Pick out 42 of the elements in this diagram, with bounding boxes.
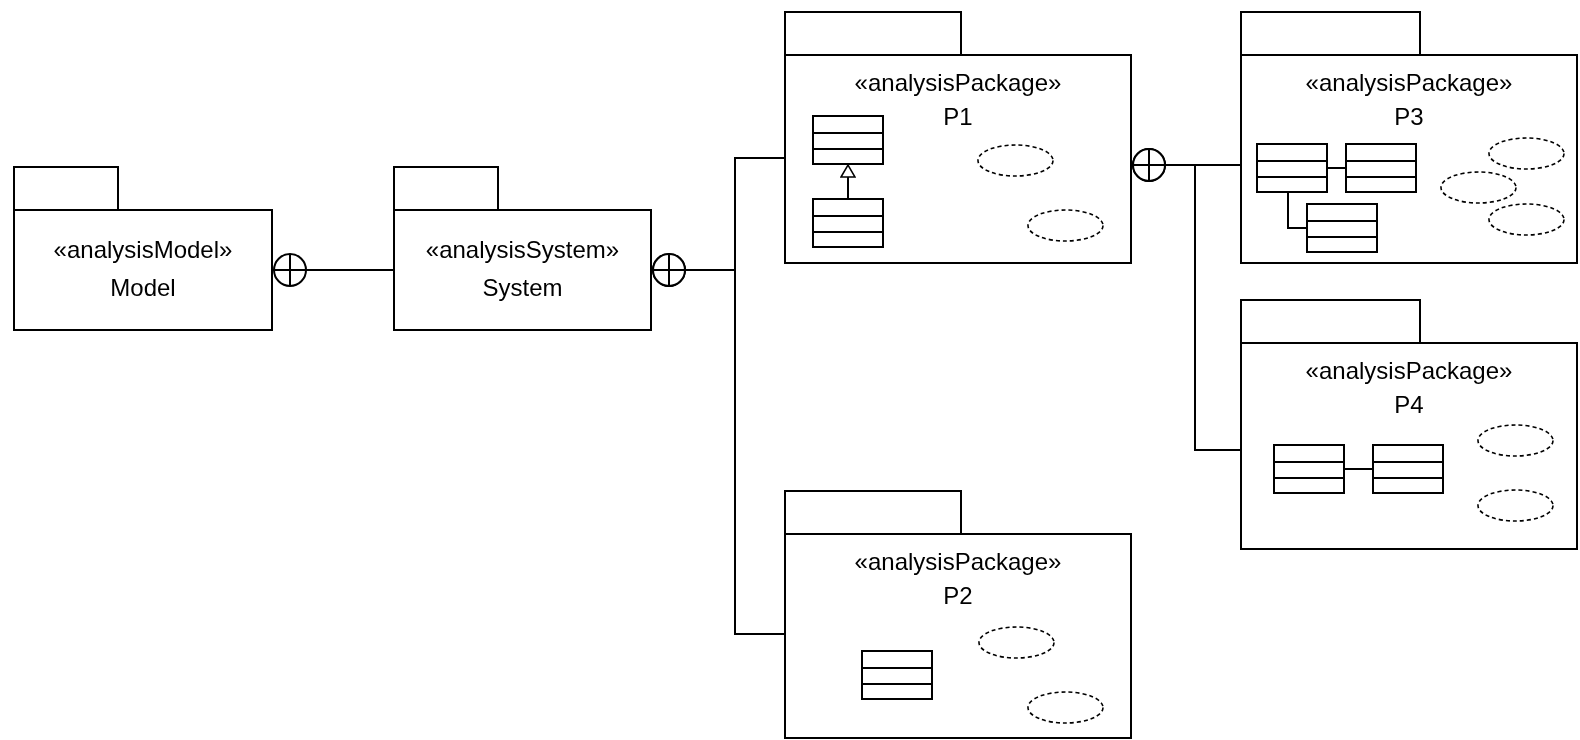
- class-box: [812, 198, 884, 248]
- package-folder: [393, 166, 652, 331]
- class-box: [1372, 444, 1444, 494]
- class-box: [1345, 143, 1417, 193]
- package-folder: [784, 490, 1132, 739]
- association-line: [1287, 192, 1307, 229]
- package-name: Model: [110, 274, 176, 302]
- containment-connector: [272, 253, 394, 287]
- class-box: [812, 115, 884, 165]
- dashed-ellipse: [978, 626, 1055, 659]
- containment-connector: [1131, 148, 1241, 451]
- stereotype-label: «analysisPackage»: [1305, 357, 1513, 385]
- class-box: [1256, 143, 1328, 193]
- package-name: P1: [943, 103, 973, 131]
- dashed-ellipse: [1027, 209, 1104, 242]
- class-box: [1306, 203, 1378, 253]
- association-line: [1327, 167, 1346, 169]
- generalization-arrow: [840, 164, 856, 199]
- dashed-ellipse: [1027, 691, 1104, 724]
- dashed-ellipse: [1477, 489, 1554, 522]
- dashed-ellipse: [1440, 171, 1517, 204]
- package-name: System: [482, 274, 563, 302]
- dashed-ellipse: [1477, 424, 1554, 457]
- dashed-ellipse: [1488, 203, 1565, 236]
- stereotype-label: «analysisPackage»: [854, 548, 1062, 576]
- package-folder: [1240, 11, 1578, 264]
- class-box: [1273, 444, 1345, 494]
- package-folder: [1240, 299, 1578, 550]
- stereotype-label: «analysisModel»: [53, 236, 233, 264]
- package-folder: [13, 166, 273, 331]
- stereotype-label: «analysisSystem»: [425, 236, 620, 264]
- association-line: [1344, 468, 1373, 470]
- stereotype-label: «analysisPackage»: [1305, 69, 1513, 97]
- package-name: P4: [1394, 391, 1424, 419]
- class-box: [861, 650, 933, 700]
- package-name: P2: [943, 582, 973, 610]
- stereotype-label: «analysisPackage»: [854, 69, 1062, 97]
- dashed-ellipse: [977, 144, 1054, 177]
- dashed-ellipse: [1488, 137, 1565, 170]
- package-name: P3: [1394, 103, 1424, 131]
- containment-connector: [651, 253, 785, 635]
- package-folder: [784, 11, 1132, 264]
